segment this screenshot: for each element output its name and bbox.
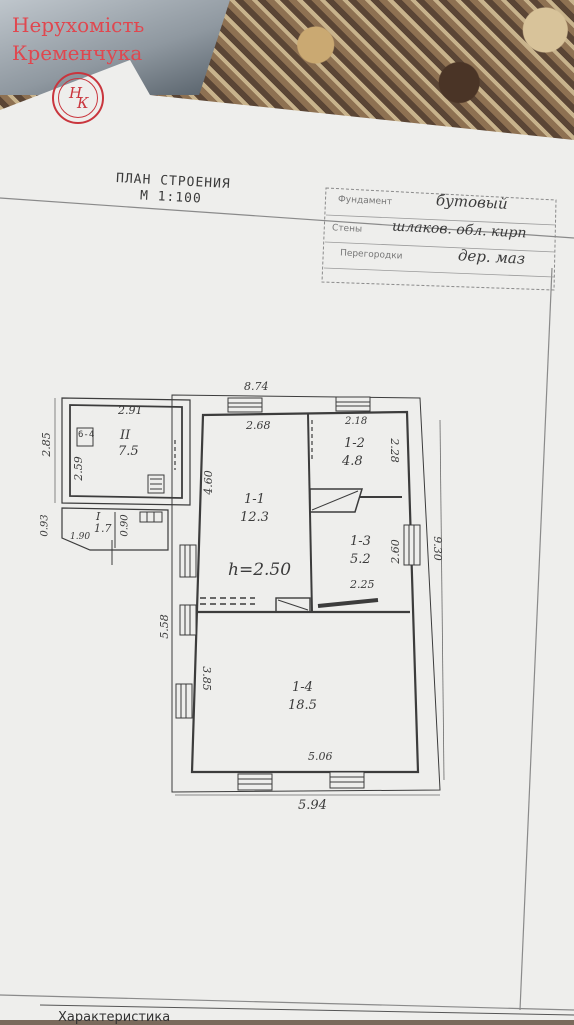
room-1-3-id: 1-3 <box>350 534 371 549</box>
dimension-porch-depth: 0.90 <box>119 514 131 537</box>
stamp-row-line <box>325 214 557 226</box>
paper-surface <box>0 60 574 1020</box>
window-left-3 <box>175 683 193 719</box>
watermark-logo-ring <box>58 78 98 118</box>
watermark-line1: Нерухомість <box>12 13 145 37</box>
room-1-1-id: 1-1 <box>244 492 265 507</box>
room-I-id: I <box>96 510 101 523</box>
dimension-annex-inner-height: 2.59 <box>71 456 85 481</box>
watermark-logo-letter: К <box>77 94 89 112</box>
stamp-box <box>321 187 557 291</box>
stove-diagonal <box>311 490 359 511</box>
porch-outline <box>61 507 169 551</box>
window-porch <box>139 511 163 523</box>
dimension-room-1-1-left: 4.60 <box>201 470 215 495</box>
window-left-2 <box>179 604 197 636</box>
window-top-left <box>227 397 263 413</box>
plan-scale: М 1:100 <box>139 188 203 207</box>
room-1-2-id: 1-2 <box>344 436 365 451</box>
dimension-room-1-4-bottom: 5.06 <box>308 750 333 763</box>
door-element-line <box>277 599 309 611</box>
stove <box>309 488 364 513</box>
room-1-4-area: 18.5 <box>288 698 317 713</box>
window-top-right <box>335 396 371 412</box>
room-II-area: 7.5 <box>118 444 139 459</box>
window-right <box>403 524 421 566</box>
dimension-annex-width: 2.91 <box>118 404 143 417</box>
dimension-top-total: 8.74 <box>244 380 269 393</box>
footer-text: Характеристика <box>58 1010 171 1025</box>
dimension-room-1-3-height: 2.60 <box>388 539 402 564</box>
stamp-value-partitions: дер. маз <box>457 246 526 268</box>
stamp-label-walls: Стены <box>331 223 363 235</box>
window-bottom-left <box>237 773 273 791</box>
annex-outer-wall <box>61 397 191 506</box>
dimension-room-1-1-top: 2.68 <box>246 419 271 432</box>
watermark-line2: Кременчука <box>12 41 143 65</box>
dimension-room-1-2-height: 2.28 <box>387 438 401 463</box>
watermark-logo-letter: Н <box>69 84 83 102</box>
dimension-porch-height: 0.93 <box>39 514 51 537</box>
dimension-room-1-4-height: 3.85 <box>199 666 213 691</box>
annex-boiler-box <box>147 474 165 494</box>
footer-line <box>39 1004 574 1016</box>
stamp-row-line <box>323 267 555 278</box>
dimension-bottom-total: 5.94 <box>298 798 327 813</box>
annex-symbol-box <box>76 427 94 447</box>
stamp-value-foundation: бутовый <box>435 191 509 213</box>
dimension-porch-width: 1.90 <box>70 532 91 542</box>
stamp-row-line <box>324 241 556 253</box>
frame-line-bottom <box>0 994 574 1011</box>
dimension-right-total: 9.30 <box>430 536 444 561</box>
house-inner-walls <box>190 410 420 774</box>
room-1-1-area: 12.3 <box>240 510 269 525</box>
annex-symbol-label: 6-4 <box>78 430 95 440</box>
partition-vertical <box>307 413 313 613</box>
room-1-3-area: 5.2 <box>350 552 371 567</box>
window-bottom-right <box>329 771 365 789</box>
dimension-room-1-2-top: 2.18 <box>345 416 368 427</box>
door-element <box>275 597 311 613</box>
window-left-1 <box>179 544 197 578</box>
room-I-area: 1.7 <box>94 522 112 535</box>
room-II-id: II <box>120 428 131 443</box>
dimension-annex-height: 2.85 <box>39 432 53 457</box>
ceiling-height: h=2.50 <box>228 560 292 580</box>
room-1-4-id: 1-4 <box>292 680 313 695</box>
frame-line-right <box>519 267 553 1011</box>
watermark-logo: Н К <box>52 72 104 124</box>
room-1-2-area: 4.8 <box>342 454 363 469</box>
dimension-left-side: 5.58 <box>157 614 171 639</box>
frame-line-top <box>0 197 574 239</box>
annex-inner-wall <box>69 404 183 499</box>
dimension-room-1-3-bottom: 2.25 <box>350 578 375 591</box>
stove-hatched-strip <box>317 598 379 608</box>
dimension-line-right <box>439 419 445 781</box>
